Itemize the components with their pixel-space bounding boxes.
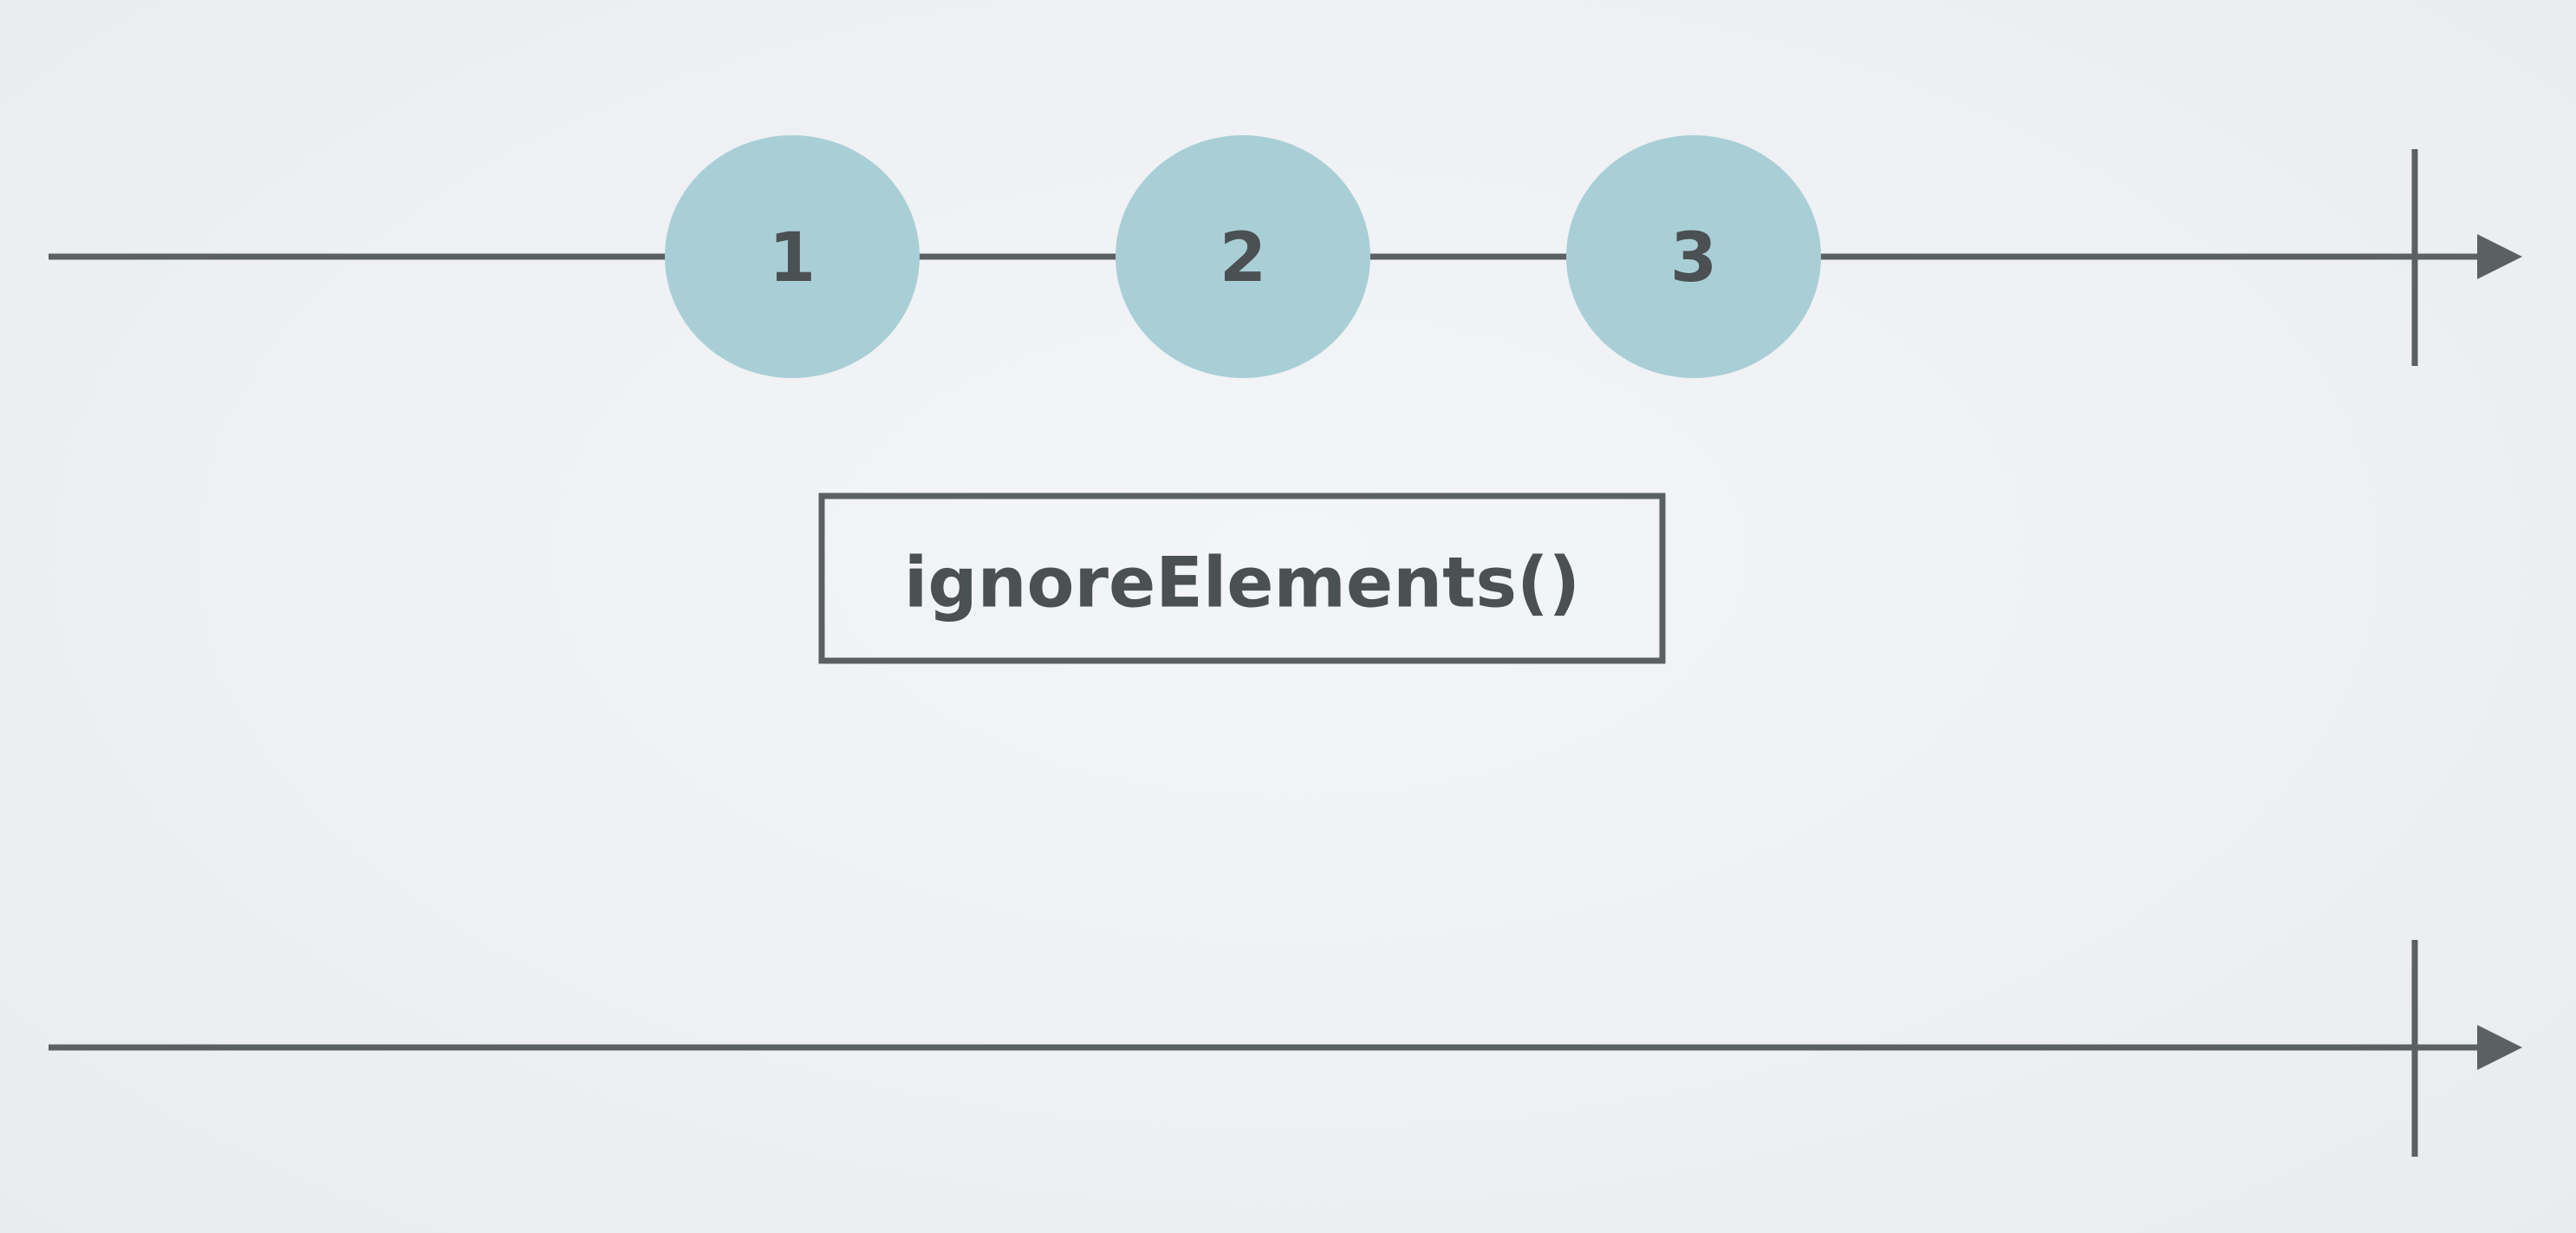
source-timeline-arrowhead xyxy=(2477,234,2522,279)
operator: ignoreElements() xyxy=(818,493,1666,664)
marble-label: 1 xyxy=(769,219,816,297)
source-marble-2: 2 xyxy=(1116,135,1370,378)
result-timeline xyxy=(49,940,2522,1157)
marble-label: 2 xyxy=(1220,219,1266,297)
operator-box xyxy=(818,493,1666,664)
marble-circle xyxy=(1116,135,1370,378)
source-marble-3: 3 xyxy=(1566,135,1821,378)
marble-circle xyxy=(1566,135,1821,378)
marble-label: 3 xyxy=(1670,219,1717,297)
source-marble-1: 1 xyxy=(665,135,920,378)
marble-circle xyxy=(665,135,920,378)
operator-label: ignoreElements() xyxy=(904,543,1580,623)
source-timeline: 1 2 3 xyxy=(49,135,2522,378)
result-timeline-arrowhead xyxy=(2477,1025,2522,1070)
